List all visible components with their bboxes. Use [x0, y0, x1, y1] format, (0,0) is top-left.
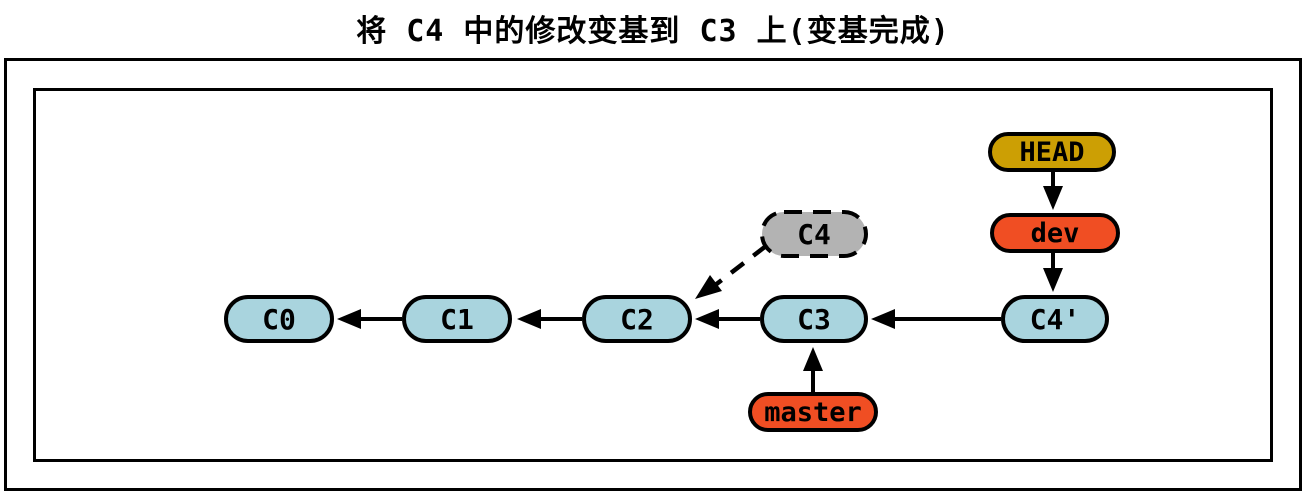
commit-label-c4-new: C4' [1029, 302, 1081, 336]
branch-node-master: master [748, 392, 878, 432]
edge-c4new-c3-arrow [871, 309, 1001, 329]
commit-node-c4-old: C4 [760, 210, 868, 258]
inner-frame [33, 88, 1273, 462]
edge-c3-c2-arrow [695, 309, 760, 329]
branch-label-dev: dev [1030, 217, 1080, 249]
branch-label-master: master [764, 396, 862, 428]
commit-label-c2: C2 [620, 302, 654, 336]
diagram-title: 将 C4 中的修改变基到 C3 上(变基完成) [356, 14, 950, 49]
commit-label-c0: C0 [262, 302, 296, 336]
outer-frame [4, 58, 1302, 491]
commit-node-c1: C1 [402, 295, 512, 343]
edge-c1-c0-arrow [337, 309, 402, 329]
edge-c2-c1-arrow [517, 309, 582, 329]
commit-label-c4-old: C4 [797, 217, 831, 251]
commit-label-c1: C1 [440, 302, 474, 336]
edge-c4old-c2-dashed-arrow [695, 244, 768, 299]
head-pointer-label: HEAD [1019, 136, 1085, 168]
head-pointer-node: HEAD [988, 132, 1116, 172]
edge-master-c3-arrow [803, 347, 823, 392]
commit-node-c0: C0 [224, 295, 334, 343]
edge-head-dev-arrow [1043, 172, 1063, 210]
commit-node-c2: C2 [582, 295, 692, 343]
edge-dev-c4new-arrow [1043, 253, 1063, 292]
branch-node-dev: dev [990, 213, 1120, 253]
commit-node-c4-new: C4' [1001, 295, 1109, 343]
commit-node-c4-old-shape [760, 210, 868, 258]
commit-label-c3: C3 [797, 302, 831, 336]
commit-node-c3: C3 [760, 295, 868, 343]
